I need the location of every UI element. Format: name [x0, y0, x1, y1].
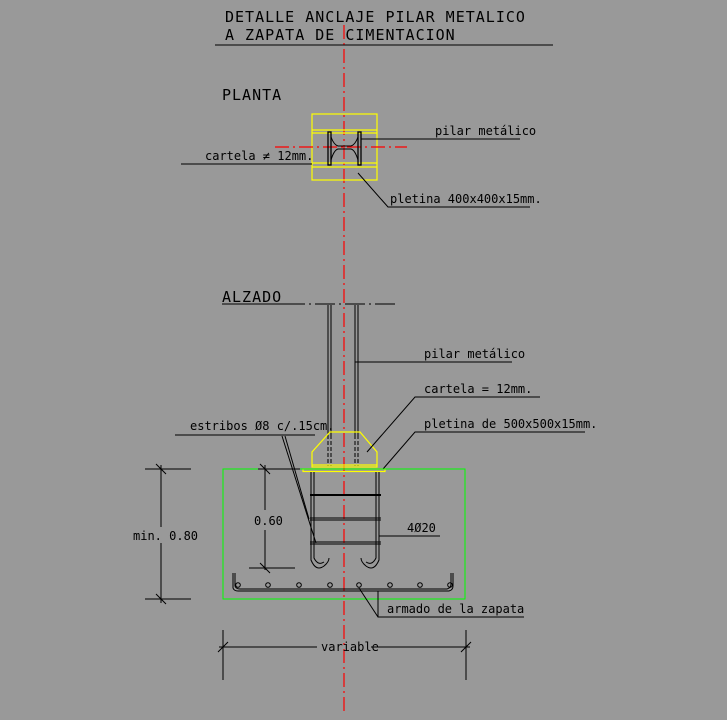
elevation-column	[327, 305, 359, 466]
elev-label-pletina: pletina de 500x500x15mm.	[424, 417, 597, 431]
footing-outline	[222, 468, 466, 600]
elev-label-armado: armado de la zapata	[387, 602, 524, 616]
dimension-anclaje-label: 0.60	[254, 514, 283, 528]
title-line2: A ZAPATA DE CIMENTACION	[225, 26, 456, 44]
title-line1: DETALLE ANCLAJE PILAR METALICO	[225, 8, 526, 26]
plan-label-cartela: cartela ≠ 12mm.	[205, 149, 313, 163]
anchor-bars	[310, 472, 381, 569]
alzado-heading: ALZADO	[222, 288, 282, 306]
elev-label-cartela: cartela = 12mm.	[424, 382, 532, 396]
dimension-canto-label: min. 0.80	[133, 529, 198, 543]
plan-view: pilar metálico cartela ≠ 12mm. pletina 4…	[181, 113, 542, 208]
plan-label-pilar: pilar metálico	[435, 124, 536, 138]
elev-label-estribos: estribos Ø8 c/.15cm.	[190, 419, 335, 433]
dimension-ancho: variable	[217, 630, 472, 680]
plan-label-pletina: pletina 400x400x15mm.	[390, 192, 542, 206]
dimension-canto: min. 0.80	[133, 463, 198, 605]
footing-rebar	[232, 573, 454, 592]
dimension-anclaje: 0.60	[249, 463, 300, 574]
dimension-ancho-label: variable	[321, 640, 379, 654]
planta-heading: PLANTA	[222, 86, 282, 104]
elev-label-barras: 4Ø20	[407, 521, 436, 535]
elev-label-pilar: pilar metálico	[424, 347, 525, 361]
elevation-gusset	[302, 431, 386, 473]
plan-h-section	[327, 131, 362, 166]
